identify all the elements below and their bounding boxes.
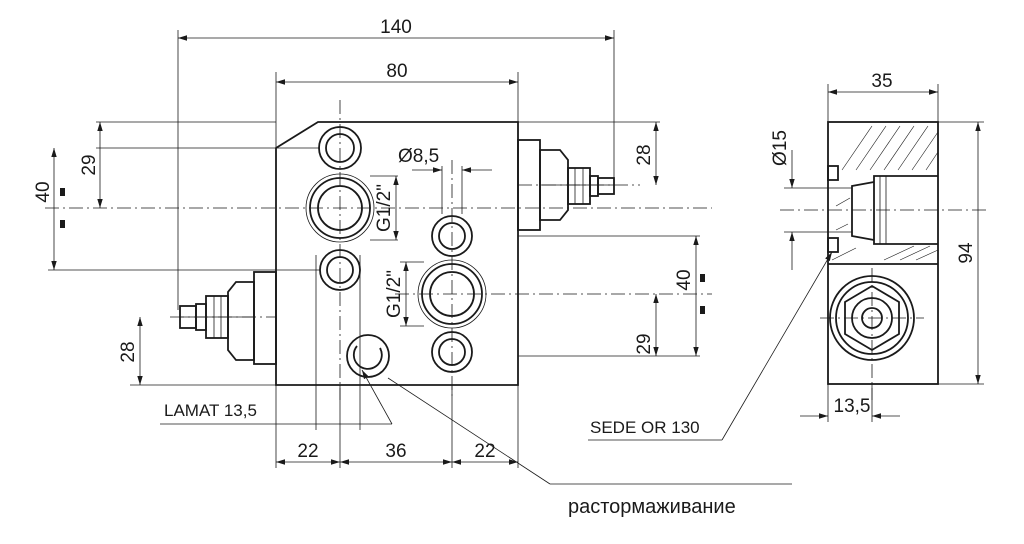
dim-left-29: 29 <box>79 154 100 175</box>
label-lamat: LAMAT 13,5 <box>164 401 257 420</box>
dim-bottom-22-right: 22 <box>474 441 495 462</box>
dim-bottom-36: 36 <box>385 441 406 462</box>
dim-140: 140 <box>380 17 412 38</box>
dim-left-40: 40 <box>33 181 54 202</box>
label-sede: SEDE OR 130 <box>590 418 700 437</box>
dim-right-29: 29 <box>634 333 655 354</box>
dim-side-13-5: 13,5 <box>834 396 871 417</box>
side-view: 35 94 Ø15 13,5 SEDE OR 130 <box>588 71 990 441</box>
dim-side-35: 35 <box>871 71 892 92</box>
front-view: 140 80 29 40 28 28 40 29 22 36 22 Ø8,5 G… <box>33 17 792 518</box>
release-plug <box>346 334 390 378</box>
section-hatching <box>831 125 939 261</box>
left-cartridge <box>179 271 277 365</box>
dim-80: 80 <box>386 61 407 82</box>
valve-block-outline <box>275 121 519 386</box>
dim-thread-top: G1/2" <box>374 184 395 232</box>
dim-right-28: 28 <box>634 144 655 165</box>
side-block-outline <box>827 121 939 385</box>
dim-right-40: 40 <box>674 269 695 290</box>
dim-dia-8-5: Ø8,5 <box>398 146 439 167</box>
dim-side-94: 94 <box>956 242 977 264</box>
dim-side-dia-15: Ø15 <box>770 130 791 166</box>
right-cartridge <box>517 139 615 231</box>
label-release: растормаживание <box>568 496 736 518</box>
dim-bottom-22-left: 22 <box>297 441 318 462</box>
dim-thread-mid: G1/2" <box>384 270 405 318</box>
dim-left-28: 28 <box>118 341 139 362</box>
